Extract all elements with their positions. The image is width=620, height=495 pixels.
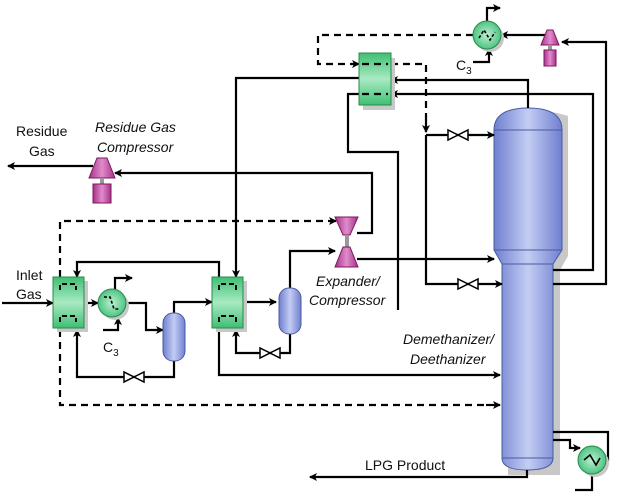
residue-gas-label-2: Gas [29, 143, 55, 159]
c3-label-left: C3 [103, 339, 119, 359]
c3-label-top: C3 [456, 57, 472, 77]
heat-exchanger-2 [211, 276, 247, 332]
heat-exchanger-top [358, 52, 395, 110]
lpg-product-label: LPG Product [365, 457, 445, 473]
expander-label-2: Compressor [309, 292, 387, 308]
residue-gas-compressor-icon [88, 157, 116, 204]
expander-label-1: Expander/ [316, 273, 382, 289]
expander-compressor-icon [334, 216, 359, 268]
valve-icon [259, 346, 281, 360]
valve-icon [447, 128, 469, 142]
demethanizer-label-2: Deethanizer [410, 351, 487, 367]
inlet-gas-label-2: Gas [16, 286, 42, 302]
residue-compressor-label-2: Compressor [97, 139, 175, 155]
separator-1 [162, 312, 186, 362]
valve-icon [123, 370, 145, 384]
demethanizer-column [493, 107, 568, 475]
inlet-gas-label-1: Inlet [16, 267, 43, 283]
demethanizer-label-1: Demethanizer/ [403, 331, 496, 347]
reflux-pump-icon [540, 29, 560, 67]
heat-exchanger-1 [52, 276, 88, 332]
condenser-icon [472, 20, 504, 52]
separator-2 [278, 287, 302, 335]
residue-gas-label-1: Residue [16, 123, 68, 139]
residue-compressor-label-1: Residue Gas [95, 119, 176, 135]
reboiler-icon [577, 445, 609, 477]
valves [123, 128, 479, 384]
chiller-icon [97, 288, 129, 320]
valve-icon [457, 277, 479, 291]
